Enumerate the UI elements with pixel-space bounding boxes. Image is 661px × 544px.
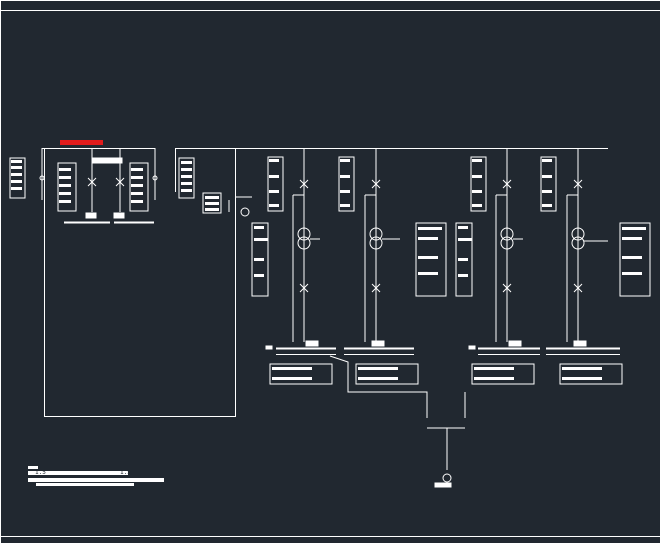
label-box-left-4 xyxy=(178,157,195,199)
feeder-label-boxes xyxy=(267,156,557,212)
legend-note-label-2: 1.5 xyxy=(120,470,131,476)
label-box-left-5 xyxy=(202,192,222,214)
circuit-breaker-icon xyxy=(371,179,381,189)
transformer-icon xyxy=(297,227,311,250)
circuit-breaker-icon xyxy=(502,283,512,293)
circuit-breaker-icon xyxy=(299,283,309,293)
circuit-breaker-icon xyxy=(299,179,309,189)
highlight-title-bar xyxy=(60,140,103,145)
generator-icon xyxy=(442,473,452,483)
output-boxes xyxy=(269,363,623,385)
label-box-left-3 xyxy=(129,162,149,212)
transformer-label-boxes xyxy=(251,222,651,297)
circuit-breaker-icon xyxy=(87,177,125,187)
label-box-left-2 xyxy=(57,162,77,212)
circuit-breaker-icon xyxy=(573,179,583,189)
legend-note-label-1: 1.5 xyxy=(35,470,46,476)
generator-icon xyxy=(228,196,252,217)
label-box-left-1 xyxy=(9,157,26,199)
transformer-icon xyxy=(500,227,514,250)
feeder-1 xyxy=(292,148,320,347)
feeder-2 xyxy=(364,148,400,347)
feeder-4 xyxy=(566,148,608,347)
legend-notes xyxy=(28,466,164,486)
circuit-breaker-icon xyxy=(502,179,512,189)
circuit-breaker-icon xyxy=(573,283,583,293)
feeder-3 xyxy=(495,148,523,347)
transformer-icon xyxy=(369,227,383,250)
circuit-breaker-icon xyxy=(371,283,381,293)
transformer-icon xyxy=(571,227,585,250)
left-feeder-group xyxy=(39,148,158,224)
low-voltage-buses xyxy=(265,345,620,355)
generator-tie xyxy=(329,355,466,488)
main-bus xyxy=(42,148,608,417)
